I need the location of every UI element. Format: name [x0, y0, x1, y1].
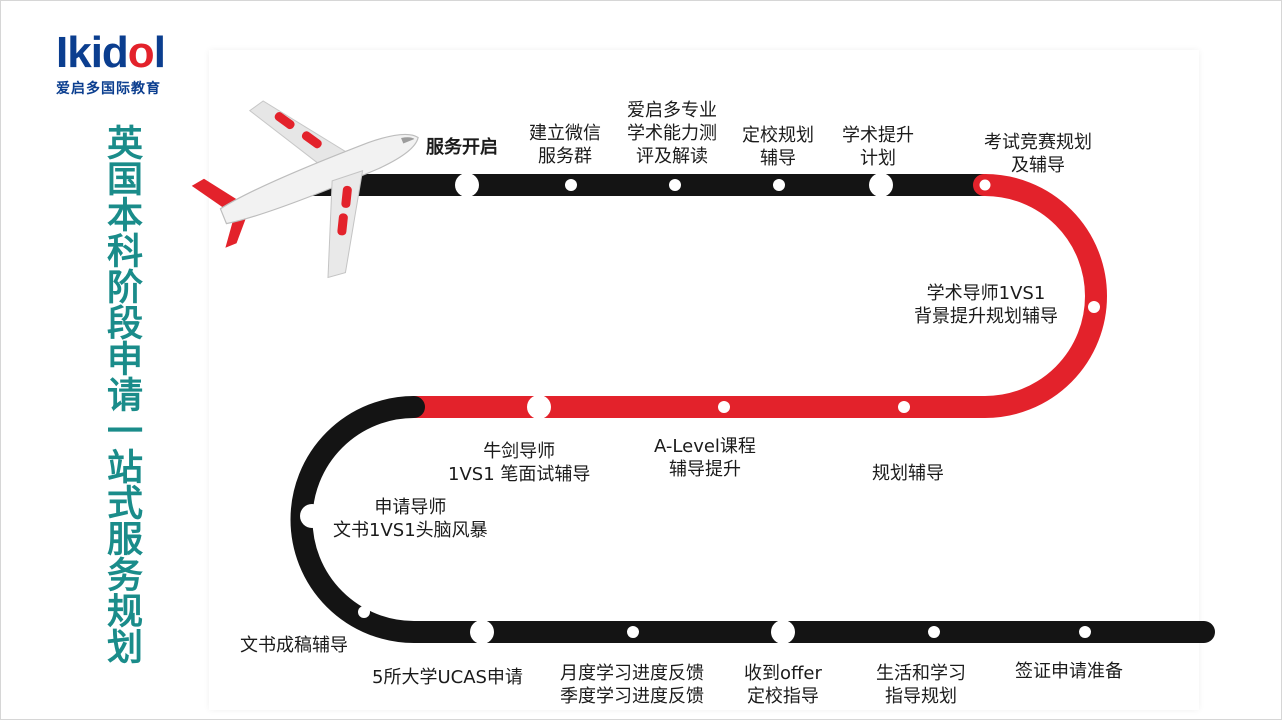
road-red-curve: [403, 174, 1107, 418]
step-label-ucas: 5所大学UCAS申请: [372, 667, 523, 688]
step-label-partial: 规划辅导: [872, 463, 944, 484]
step-label-plan: 学术提升计划: [842, 125, 914, 169]
step-label-essay: 文书成稿辅导: [240, 635, 348, 656]
road-black-curve: [290, 396, 1215, 643]
marker-start: [455, 173, 479, 197]
logo-tagline: 爱启多国际教育: [56, 81, 161, 97]
logo-wordmark: Ikidol: [56, 28, 166, 77]
brand-logo: Ikidol 爱启多国际教育: [56, 30, 191, 98]
step-label-brainstorm: 申请导师文书1VS1头脑风暴: [333, 497, 488, 541]
marker-feedback: [627, 626, 639, 638]
marker-oxbridge: [527, 395, 551, 419]
marker-partial: [898, 401, 910, 413]
marker-wechat: [565, 179, 577, 191]
marker-visa: [1079, 626, 1091, 638]
marker-school: [773, 179, 785, 191]
step-label-visa: 签证申请准备: [1015, 661, 1123, 682]
marker-brainstorm: [300, 504, 324, 528]
step-label-assess: 爱启多专业学术能力测评及解读: [627, 100, 717, 167]
step-label-alevel: A-Level课程辅导提升: [654, 436, 756, 480]
marker-assess: [669, 179, 681, 191]
step-label-school: 定校规划辅导: [742, 125, 814, 169]
marker-offer: [771, 620, 795, 644]
step-label-exam: 考试竞赛规划及辅导: [984, 132, 1092, 176]
airplane-icon: [191, 100, 419, 279]
marker-exam: [976, 176, 994, 194]
step-label-feedback: 月度学习进度反馈季度学习进度反馈: [560, 663, 704, 707]
marker-essay: [358, 606, 370, 618]
marker-alevel: [718, 401, 730, 413]
step-label-life: 生活和学习指导规划: [876, 663, 966, 707]
road-markers: [300, 173, 1100, 644]
step-label-wechat: 建立微信服务群: [529, 123, 601, 167]
marker-ucas: [470, 620, 494, 644]
step-label-start: 服务开启: [426, 137, 498, 158]
marker-plan: [869, 173, 893, 197]
marker-life: [928, 626, 940, 638]
page-title: 英国本科阶段申请一站式服务规划: [101, 124, 142, 664]
marker-mentor: [1088, 301, 1100, 313]
